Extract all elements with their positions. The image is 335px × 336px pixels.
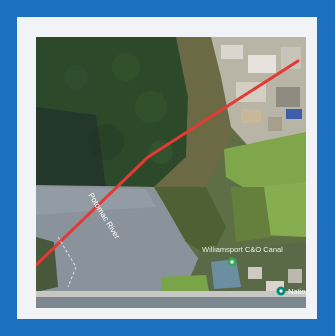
satellite-map[interactable]: Potomac River Williamsport C&O Canal Nat…: [36, 37, 306, 308]
map-card: Potomac River Williamsport C&O Canal Nat…: [17, 17, 317, 319]
lower-water: [36, 297, 306, 308]
map-canvas: Potomac River Williamsport C&O Canal Nat…: [36, 37, 306, 308]
tree-line: [231, 187, 271, 242]
scrub-band: [154, 37, 236, 187]
poi-pin-icon[interactable]: [276, 286, 286, 296]
canal-water: [211, 259, 241, 289]
potomac-river: [36, 185, 201, 308]
forest-shadow: [36, 107, 106, 187]
forest-texture: [64, 53, 173, 164]
boundary-line: [57, 236, 77, 288]
canal-label[interactable]: Williamsport C&O Canal: [202, 245, 283, 254]
riverbank-trees: [154, 187, 226, 257]
poi-label[interactable]: Natio: [288, 287, 306, 296]
river-highlight: [36, 187, 156, 215]
bridge: [36, 291, 306, 297]
field-upper: [224, 132, 306, 189]
route-line[interactable]: [36, 59, 300, 267]
park-pin-icon[interactable]: [227, 257, 237, 267]
